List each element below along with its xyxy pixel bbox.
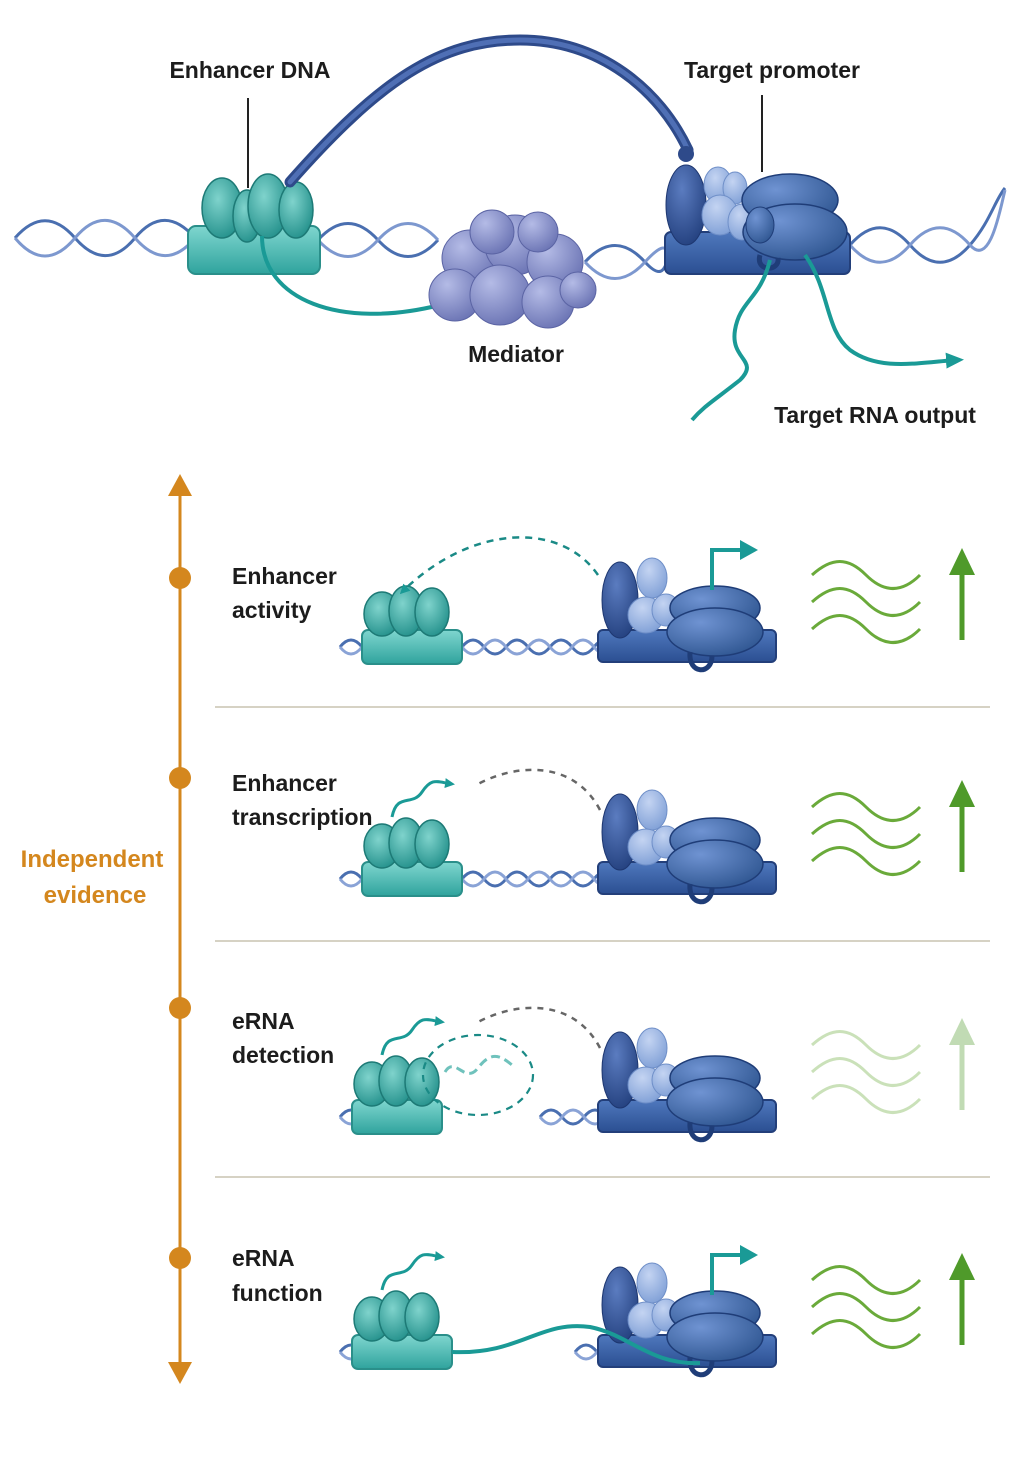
dna-helix-right (848, 187, 1007, 264)
row-1-illustration (338, 536, 975, 673)
label-target-rna-output: Target RNA output (774, 402, 976, 428)
rna-wave (810, 614, 922, 644)
up-arrow-head (949, 548, 975, 575)
row-1-label-line2: activity (232, 597, 311, 623)
axis-arrow-down (168, 1362, 192, 1384)
transcription-factor (414, 819, 450, 869)
dna-helix (460, 870, 618, 888)
row-3-label-line2: detection (232, 1042, 334, 1068)
rna-wave (810, 846, 922, 876)
target-rna-strand (690, 259, 772, 422)
grey-dashed-link (477, 1006, 602, 1049)
transcription-start-arrowhead (740, 540, 758, 560)
rna-output-indicator (810, 780, 975, 876)
dna-helix (460, 638, 618, 656)
up-arrow-head (949, 1018, 975, 1045)
rna-wave (810, 1084, 922, 1114)
dna-helix (460, 870, 618, 888)
row-4-label-line2: function (232, 1280, 323, 1306)
axis-dot-2 (169, 767, 191, 789)
row-2-illustration (338, 768, 975, 905)
transcription-start-arrowhead (740, 1245, 758, 1265)
rna-polymerase (741, 173, 848, 271)
rna-wave (810, 1319, 922, 1349)
rna-polymerase (666, 1077, 764, 1127)
polymerase-clamp (687, 1121, 715, 1143)
transcription-factor (404, 1057, 440, 1107)
rna-wave (810, 587, 922, 617)
label-enhancer-dna: Enhancer DNA (169, 57, 330, 83)
independent-evidence-axis: Independent evidence (21, 474, 192, 1384)
dna-helix (460, 638, 618, 656)
promoter-factor (636, 1027, 668, 1069)
enhancer-transcription-factors (201, 173, 314, 243)
dna-helix-left (13, 218, 197, 258)
grey-dashed-link (477, 768, 602, 811)
row-1-label-line1: Enhancer (232, 563, 337, 589)
row-3-illustration (338, 1006, 975, 1143)
row-labels: Enhancer activity Enhancer transcription… (232, 563, 373, 1306)
rna-wave (810, 1030, 922, 1060)
target-rna-output-arrow (803, 253, 964, 369)
rna-output-indicator (810, 548, 975, 644)
transcription-factor (414, 587, 450, 637)
rna-wave (810, 819, 922, 849)
promoter-factor (636, 789, 668, 831)
label-mediator: Mediator (468, 341, 564, 367)
rna-output-indicator (810, 1253, 975, 1349)
enhancer-promoter-loop (284, 34, 694, 188)
erna-transcript-arrow (390, 778, 455, 818)
rna-wave (810, 560, 922, 590)
label-target-promoter: Target promoter (684, 57, 860, 83)
axis-dot-1 (169, 567, 191, 589)
detected-erna (443, 1054, 513, 1075)
erna-promoter-tether (451, 1324, 701, 1366)
mediator-complex (428, 209, 597, 329)
axis-label-line2: evidence (44, 882, 147, 909)
axis-label-line1: Independent (21, 846, 164, 873)
dna-helix (538, 1108, 608, 1126)
polymerase-clamp (687, 883, 715, 905)
top-panel: Enhancer DNA Target promoter Mediator Ta… (13, 34, 1007, 428)
axis-arrow-up (168, 474, 192, 496)
row-4-illustration (338, 1245, 975, 1378)
erna-detection-bubble (421, 1033, 535, 1117)
up-arrow-head (949, 780, 975, 807)
transcription-factor (404, 1292, 440, 1342)
rna-wave (810, 1292, 922, 1322)
rna-wave (810, 1057, 922, 1087)
row-4-label-line1: eRNA (232, 1245, 295, 1271)
transcription-start-arrow (710, 1253, 742, 1295)
up-arrow-head (949, 1253, 975, 1280)
enhancer-mediator-tether (260, 235, 441, 316)
axis-dot-4 (169, 1247, 191, 1269)
row-3-label-line1: eRNA (232, 1008, 295, 1034)
transcription-start-arrow (710, 548, 742, 590)
erna-transcript-arrow (380, 1251, 445, 1291)
erna-transcript-arrow (380, 1016, 445, 1056)
rna-wave (810, 1265, 922, 1295)
dashed-loop-arrow (399, 536, 600, 595)
dna-helix (538, 1108, 608, 1126)
rna-output-indicator (810, 1018, 975, 1114)
polymerase-clamp (687, 651, 715, 673)
rna-polymerase (666, 1312, 764, 1362)
evidence-rows (338, 536, 975, 1378)
promoter-factor (636, 1262, 668, 1304)
rna-wave (810, 792, 922, 822)
row-2-label-line2: transcription (232, 804, 373, 830)
promoter-factor (636, 557, 668, 599)
rna-polymerase (666, 839, 764, 889)
rna-polymerase (666, 607, 764, 657)
axis-dot-3 (169, 997, 191, 1019)
row-2-label-line1: Enhancer (232, 770, 337, 796)
